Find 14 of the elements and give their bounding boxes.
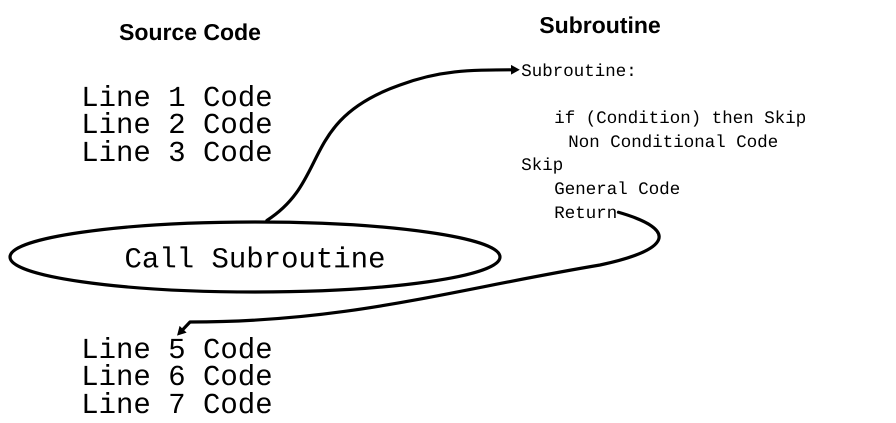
code-line: Line 2 Code — [84, 112, 271, 134]
code-line: if (Condition) then Skip — [555, 110, 806, 127]
section-heading: Subroutine — [540, 16, 660, 34]
code-line: General Code — [555, 181, 680, 194]
code-line: Skip — [522, 157, 562, 174]
code-line: Subroutine: — [522, 63, 632, 76]
code-line: Line 7 Code — [84, 392, 271, 414]
code-line: Line 1 Code — [84, 84, 271, 106]
code-line: Non Conditional Code — [570, 134, 778, 148]
code-line: Line 5 Code — [84, 337, 271, 358]
code-line: Return — [556, 206, 616, 218]
code-line: Line 3 Code — [84, 140, 271, 162]
code-line: Line 6 Code — [84, 364, 271, 386]
section-heading: Source Code — [120, 23, 260, 40]
